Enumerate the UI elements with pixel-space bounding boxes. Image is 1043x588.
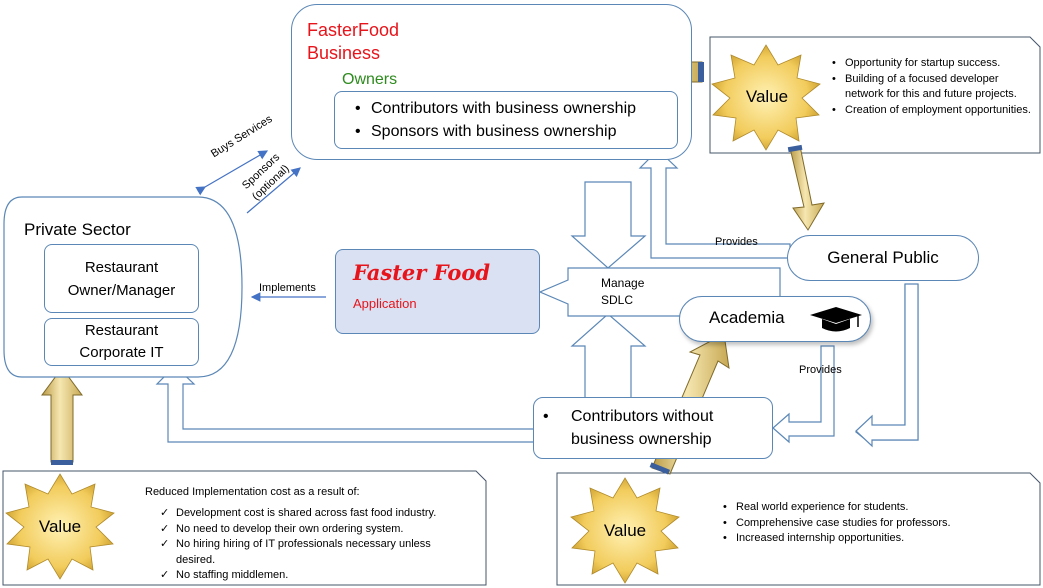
value-top-item: Creation of employment opportunities. — [829, 103, 1039, 119]
application-name: Faster Food — [353, 260, 491, 285]
value-left-item: Development cost is shared across fast f… — [160, 506, 465, 522]
sdlc-label-line2: SDLC — [601, 293, 634, 307]
value-right-item: Increased internship opportunities. — [720, 531, 1020, 547]
contributors-line2: business ownership — [571, 431, 712, 448]
gold-arrow-left — [41, 367, 83, 463]
value-top-item: Opportunity for startup success. — [829, 56, 1039, 72]
private-sector-title: Private Sector — [24, 220, 131, 239]
restaurant-owner-label: Restaurant Owner/Manager — [67, 258, 176, 299]
owner-item: Contributors with business ownership — [355, 97, 636, 120]
owners-list-box: Contributors with business ownership Spo… — [334, 91, 678, 149]
value-left-item: No staffing middlemen. — [160, 568, 465, 584]
academia-box: Academia — [679, 296, 871, 342]
contributors-bullet: • — [543, 408, 549, 425]
graduation-cap-icon — [810, 307, 862, 332]
business-title-line1: FasterFood — [307, 20, 400, 40]
value-left-label: Value — [38, 517, 82, 536]
value-star-right — [570, 477, 680, 584]
value-left-item: No hiring hiring of IT professionals nec… — [160, 537, 465, 568]
value-right-item: Comprehensive case studies for professor… — [720, 516, 1020, 532]
provides-right-label: Provides — [799, 364, 842, 376]
value-right-label: Value — [603, 521, 647, 540]
contributors-to-private-arrow — [155, 365, 536, 443]
implements-label: Implements — [259, 282, 316, 294]
value-left-heading: Reduced Implementation cost as a result … — [145, 486, 360, 498]
contributors-line1: Contributors without — [571, 408, 714, 425]
application-subtitle: Application — [353, 296, 417, 311]
sdlc-down-arrow — [570, 181, 647, 269]
sdlc-up-arrow — [570, 313, 647, 399]
sdlc-label-line1: Manage — [601, 276, 645, 290]
value-top-label: Value — [745, 87, 789, 106]
restaurant-it-box: Restaurant Corporate IT — [44, 318, 199, 366]
value-top-list: Opportunity for startup success. Buildin… — [829, 56, 1039, 118]
value-star-top — [711, 44, 821, 151]
contributors-box: • Contributors without business ownershi… — [533, 397, 773, 459]
restaurant-owner-box: Restaurant Owner/Manager — [44, 244, 199, 313]
owner-item: Sponsors with business ownership — [355, 120, 636, 143]
value-right-list: Real world experience for students. Comp… — [720, 500, 1020, 547]
value-star-left — [5, 473, 115, 580]
value-top-item: Building of a focused developer network … — [829, 72, 1039, 103]
gold-arrow-public — [789, 145, 825, 231]
academia-label: Academia — [709, 308, 785, 327]
value-left-list: Development cost is shared across fast f… — [160, 506, 465, 584]
value-right-item: Real world experience for students. — [720, 500, 1020, 516]
general-public-label: General Public — [827, 248, 939, 267]
restaurant-it-label: Restaurant Corporate IT — [79, 322, 164, 361]
provides-top-label: Provides — [715, 236, 758, 248]
value-left-item: No need to develop their own ordering sy… — [160, 522, 465, 538]
general-public-box: General Public — [787, 235, 979, 281]
application-box: Faster Food Application — [335, 249, 540, 334]
owners-label: Owners — [342, 71, 398, 88]
business-title-line2: Business — [307, 43, 381, 63]
